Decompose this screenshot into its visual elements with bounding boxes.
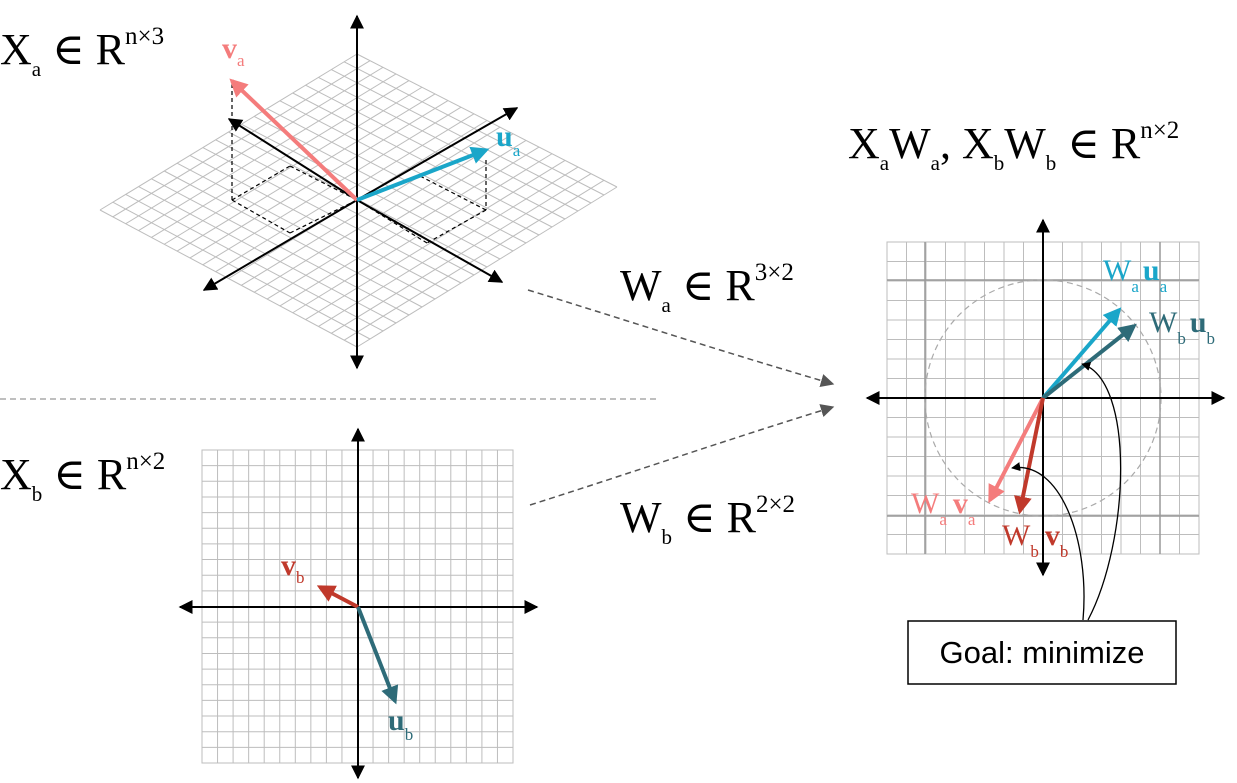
label-projected: XaWa, XbWb ∈ Rn×2: [848, 117, 1179, 175]
panel-xa-3d: [99, 14, 618, 370]
vector-vb: [316, 585, 359, 609]
goal-text: Goal: minimize: [940, 635, 1145, 670]
goal-box: Goal: minimize: [907, 620, 1177, 685]
map-arrow-wb: [529, 404, 835, 506]
vector-wa-ua: [1041, 307, 1122, 400]
vector-wb-vb: [1014, 397, 1045, 515]
label-vb: vb: [281, 549, 305, 587]
goal-curve-v: [1011, 462, 1085, 621]
axis-y-neg: [227, 118, 358, 201]
label-wa: Wa ∈ R3×2: [620, 259, 794, 317]
label-xb: Xb ∈ Rn×2: [0, 448, 165, 506]
label-wb: Wb ∈ R2×2: [620, 491, 795, 549]
map-arrow-wa: [527, 289, 835, 388]
goal-curve-u: [1081, 362, 1122, 621]
label-va: va: [222, 32, 245, 70]
vector-va: [229, 78, 359, 202]
label-xa: Xa ∈ Rn×3: [0, 23, 164, 81]
panel-projected: [865, 218, 1226, 621]
axis-x: [356, 107, 519, 201]
projection-dashes: [231, 84, 487, 244]
vector-wb-ub: [1041, 323, 1137, 400]
vector-ub: [356, 606, 399, 705]
panel-xb-2d: [178, 427, 539, 780]
label-ub: ub: [388, 704, 413, 744]
label-ua: ua: [496, 120, 521, 160]
vector-ua: [356, 146, 490, 202]
axis-x-neg: [202, 199, 358, 291]
vector-wa-va: [988, 397, 1045, 504]
